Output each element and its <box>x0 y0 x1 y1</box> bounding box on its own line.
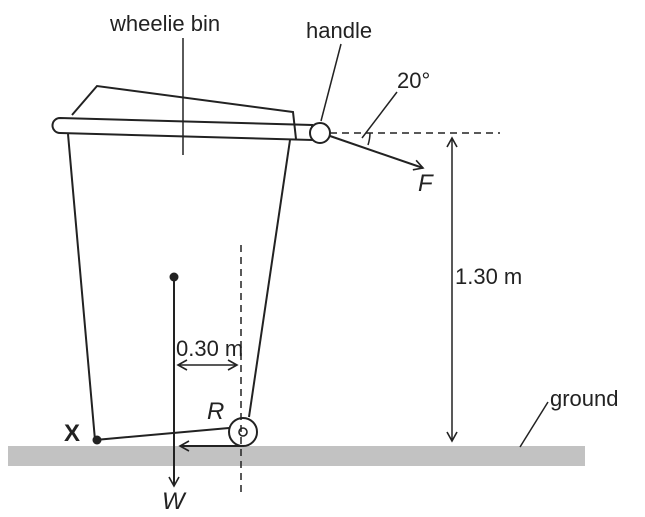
handle-leader <box>320 43 342 122</box>
label-angle: 20° <box>397 68 430 93</box>
wheel-axle <box>238 427 248 437</box>
bin-lid <box>71 84 297 140</box>
pivot-point <box>92 435 102 445</box>
ground-leader <box>519 401 549 448</box>
angle-leader <box>361 91 398 139</box>
force-arrow <box>329 135 425 171</box>
bin-body <box>67 133 230 442</box>
label-reaction-r: R <box>207 398 224 425</box>
label-distance: 0.30 m <box>176 336 243 361</box>
label-ground: ground <box>550 386 619 411</box>
bin-back-side <box>248 139 291 418</box>
label-height: 1.30 m <box>455 264 522 289</box>
label-weight-w: W <box>162 488 187 515</box>
handle-knob <box>309 122 331 144</box>
label-wheelie-bin: wheelie bin <box>109 11 220 36</box>
label-pivot-x: X <box>64 420 80 447</box>
ground-strip <box>8 446 585 466</box>
handle-bar <box>51 116 313 142</box>
label-force-f: F <box>418 170 434 197</box>
angle-arc <box>367 132 371 146</box>
label-handle: handle <box>306 18 372 43</box>
